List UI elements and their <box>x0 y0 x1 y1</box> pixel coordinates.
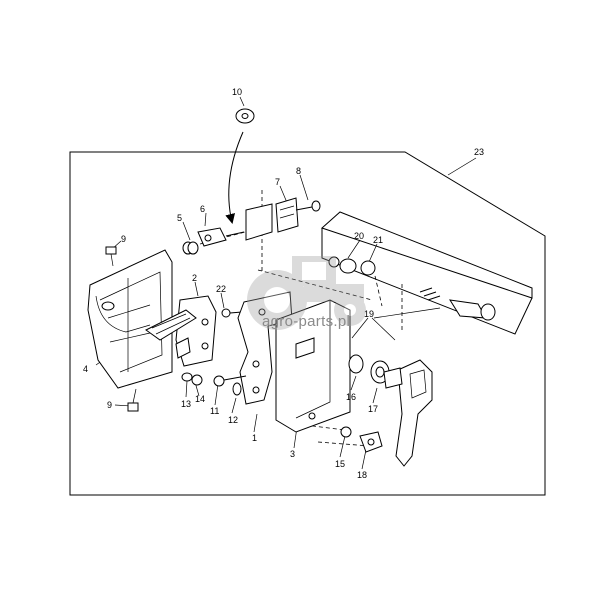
label-15: 15 <box>335 459 345 469</box>
arrow-10 <box>225 131 244 224</box>
part-6-clip <box>197 227 245 247</box>
label-5: 5 <box>177 213 182 223</box>
inset-box-upper <box>321 211 533 299</box>
part-19-handle <box>383 359 433 467</box>
part-13-nut <box>181 372 193 382</box>
label-3: 3 <box>290 449 295 459</box>
label-23: 23 <box>474 147 484 157</box>
part-14-washer <box>191 374 203 386</box>
label-21: 21 <box>373 235 383 245</box>
watermark-text: agro-parts.pl <box>262 313 351 330</box>
label-11: 11 <box>210 406 219 416</box>
part-7-striker <box>245 197 299 241</box>
lock-cylinder <box>419 287 496 321</box>
part-20-washer <box>328 256 357 274</box>
label-19: 19 <box>364 309 374 319</box>
label-12: 12 <box>228 415 238 425</box>
label-2: 2 <box>192 273 197 283</box>
part-11-screw <box>213 375 247 387</box>
part-4-housing <box>87 249 173 389</box>
part-12-washer <box>232 382 242 396</box>
part-18-catch <box>359 431 383 453</box>
part-21-ring <box>360 260 376 276</box>
part-labels: 1 2 3 4 5 6 7 8 9 9 10 11 12 13 14 15 16… <box>83 87 484 480</box>
label-7: 7 <box>275 177 280 187</box>
label-13: 13 <box>181 399 191 409</box>
part-16-washer <box>348 354 364 374</box>
part-5-nut <box>182 241 199 255</box>
watermark-tractor-logo <box>247 256 366 330</box>
label-8: 8 <box>296 166 301 176</box>
label-18: 18 <box>357 470 367 480</box>
label-14: 14 <box>195 394 205 404</box>
inset-box-upper-sides <box>321 228 533 335</box>
label-17: 17 <box>368 404 378 414</box>
label-6: 6 <box>200 204 205 214</box>
assembly-frame <box>69 151 546 496</box>
label-20: 20 <box>354 231 364 241</box>
label-9-top: 9 <box>121 234 126 244</box>
label-9-bottom: 9 <box>107 400 112 410</box>
part-8-bolt <box>295 200 321 212</box>
part-3-lock-body <box>275 299 351 433</box>
part-9-screw-top <box>105 246 117 267</box>
label-22: 22 <box>216 284 226 294</box>
part-9-screw-bottom <box>127 388 139 412</box>
part-2-latch <box>145 295 217 367</box>
label-1: 1 <box>252 433 257 443</box>
label-10: 10 <box>232 87 242 97</box>
label-16: 16 <box>346 392 356 402</box>
label-4: 4 <box>83 364 88 374</box>
part-15-pin <box>340 426 352 438</box>
